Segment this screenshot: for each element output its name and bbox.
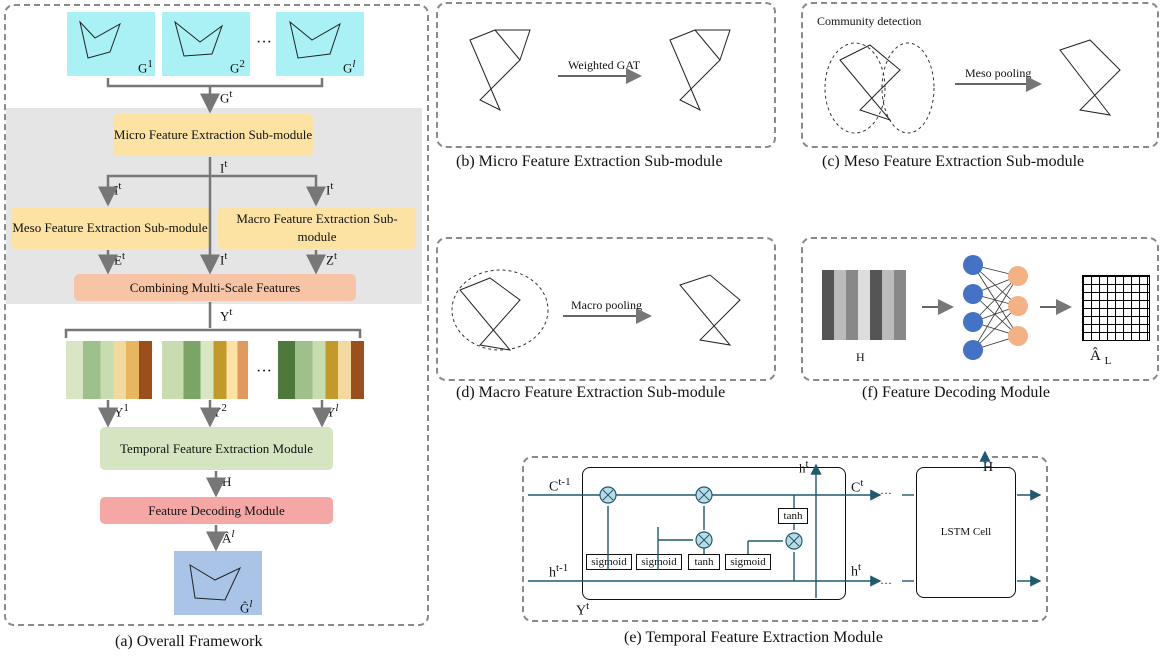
ellipsis-mid: ··· bbox=[256, 363, 272, 380]
label-h-out: H bbox=[983, 460, 994, 475]
feature-matrix-l bbox=[278, 341, 364, 399]
panel-c-frame bbox=[801, 2, 1159, 148]
label-h-t-top: ht bbox=[799, 458, 809, 476]
lstm-cell-box[interactable]: LSTM Cell bbox=[916, 467, 1016, 598]
tanh-top: tanh bbox=[778, 508, 808, 524]
graph-gl-label: Gl bbox=[343, 58, 356, 76]
panel-c-arrow-label: Meso pooling bbox=[965, 66, 1032, 80]
label-c-t: Ct bbox=[851, 477, 864, 496]
graph-g-hat bbox=[174, 551, 262, 615]
caption-d: (d) Macro Feature Extraction Sub-module bbox=[456, 384, 726, 401]
label-it-mid: It bbox=[220, 250, 228, 268]
label-a-hat: Âl bbox=[222, 528, 235, 546]
adjacency-grid bbox=[1082, 275, 1150, 341]
label-yt: Yt bbox=[220, 306, 233, 324]
panel-d-frame bbox=[436, 237, 776, 381]
dots-h: ··· bbox=[880, 576, 892, 590]
panel-f-frame bbox=[801, 237, 1159, 381]
panel-b-arrow-label: Weighted GAT bbox=[568, 58, 641, 72]
ellipsis-top: ··· bbox=[256, 34, 272, 51]
caption-f: (f) Feature Decoding Module bbox=[862, 384, 1050, 401]
gate-tanh: tanh bbox=[688, 554, 720, 570]
label-zt: Zt bbox=[326, 250, 338, 268]
graph-g1 bbox=[67, 12, 155, 76]
micro-feature-box: Micro Feature Extraction Sub-module bbox=[113, 114, 313, 156]
gate-sigmoid-3: sigmoid bbox=[725, 554, 771, 570]
caption-b: (b) Micro Feature Extraction Sub-module bbox=[456, 153, 723, 170]
label-c-prev: Ct-1 bbox=[549, 476, 571, 495]
label-y-t: Yt bbox=[576, 600, 590, 619]
combine-features-box: Combining Multi-Scale Features bbox=[74, 274, 356, 301]
graph-g1-label: G1 bbox=[138, 58, 153, 76]
feature-matrix-1 bbox=[66, 341, 152, 399]
panel-c-top-label: Community detection bbox=[817, 14, 922, 28]
label-it-center: It bbox=[220, 158, 228, 176]
caption-c: (c) Meso Feature Extraction Sub-module bbox=[822, 153, 1085, 170]
panel-d-arrow-label: Macro pooling bbox=[571, 298, 642, 312]
gate-sigmoid-1: sigmoid bbox=[586, 554, 632, 570]
feature-decoding-box: Feature Decoding Module bbox=[100, 497, 333, 524]
label-h-t: ht bbox=[851, 561, 862, 580]
lstm-inner-box bbox=[582, 467, 846, 600]
dots-c: ··· bbox=[880, 486, 892, 500]
temporal-feature-box: Temporal Feature Extraction Module bbox=[100, 427, 333, 470]
macro-feature-box: Macro Feature Extraction Sub-module bbox=[218, 207, 416, 249]
heatmap-h bbox=[822, 270, 906, 340]
label-h: H bbox=[222, 474, 232, 489]
label-y1: Y1 bbox=[114, 402, 129, 420]
label-it-right: It bbox=[326, 180, 334, 198]
label-h-f: H bbox=[856, 350, 865, 364]
label-a-hat-f: Â L bbox=[1090, 348, 1112, 367]
label-gt: Gt bbox=[220, 88, 233, 106]
graph-g2 bbox=[162, 12, 250, 76]
caption-a: (a) Overall Framework bbox=[115, 633, 263, 650]
caption-e: (e) Temporal Feature Extraction Module bbox=[624, 629, 883, 646]
label-h-prev: ht-1 bbox=[549, 562, 569, 581]
feature-matrix-2 bbox=[162, 341, 248, 399]
panel-b-frame bbox=[436, 2, 776, 148]
nn-input-nodes bbox=[963, 255, 1028, 360]
lstm-operators bbox=[599, 486, 803, 550]
panel-a-frame bbox=[4, 4, 429, 626]
meso-feature-box: Meso Feature Extraction Sub-module bbox=[11, 207, 209, 249]
gate-sigmoid-2: sigmoid bbox=[636, 554, 682, 570]
panel-e-frame bbox=[522, 456, 1048, 622]
graph-g2-label: G2 bbox=[230, 58, 245, 76]
graph-g-hat-label: Ĝl bbox=[240, 598, 253, 616]
